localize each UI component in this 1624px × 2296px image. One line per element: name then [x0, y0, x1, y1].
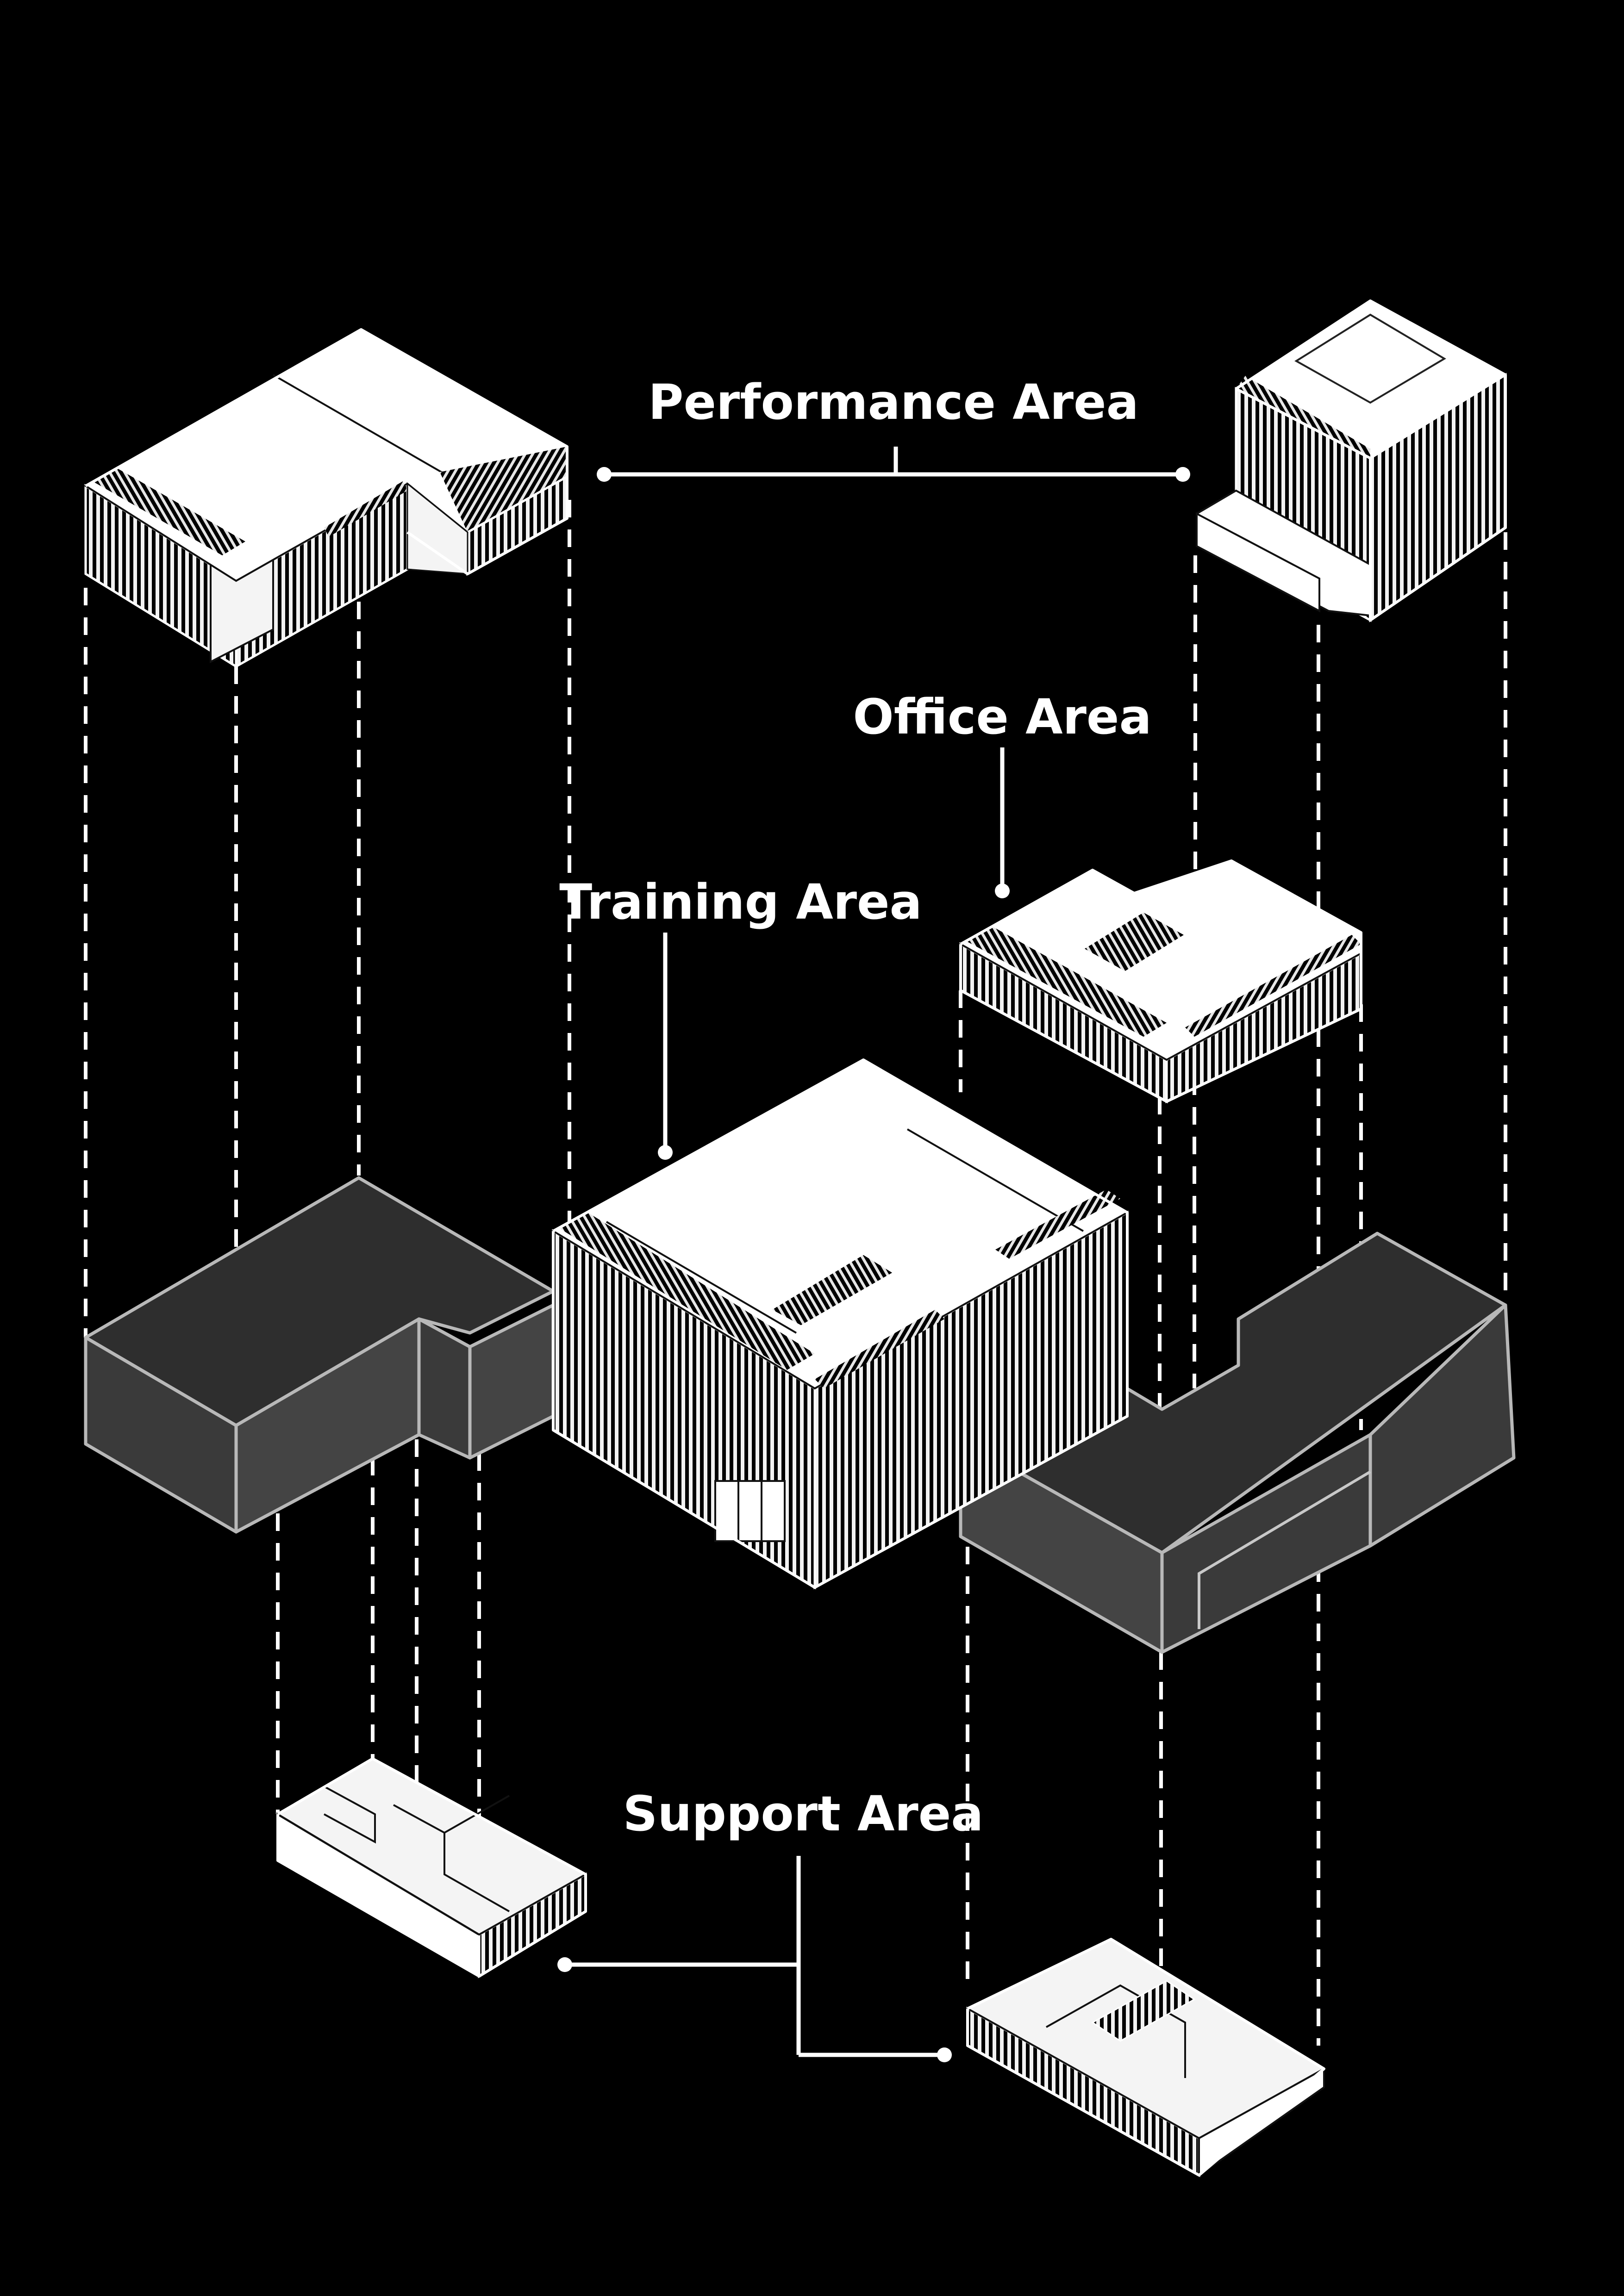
office-area-label: Office Area — [853, 689, 1151, 745]
support-leader — [557, 1856, 952, 2062]
training-block — [551, 1058, 1130, 1590]
performance-area-label: Performance Area — [648, 374, 1139, 430]
ghost-volume-left — [84, 1176, 555, 1534]
performance-block-right — [1196, 299, 1507, 622]
training-area-label: Training Area — [559, 874, 922, 930]
training-leader — [658, 933, 673, 1160]
ghost-volume-right — [959, 1232, 1516, 1654]
office-block — [958, 859, 1362, 1104]
support-area-label: Support Area — [623, 1786, 984, 1842]
performance-leader — [597, 447, 1190, 482]
support-block-left — [276, 1757, 588, 1979]
support-block-right — [965, 1938, 1326, 2178]
office-leader — [995, 747, 1010, 898]
performance-block-left — [84, 328, 568, 669]
